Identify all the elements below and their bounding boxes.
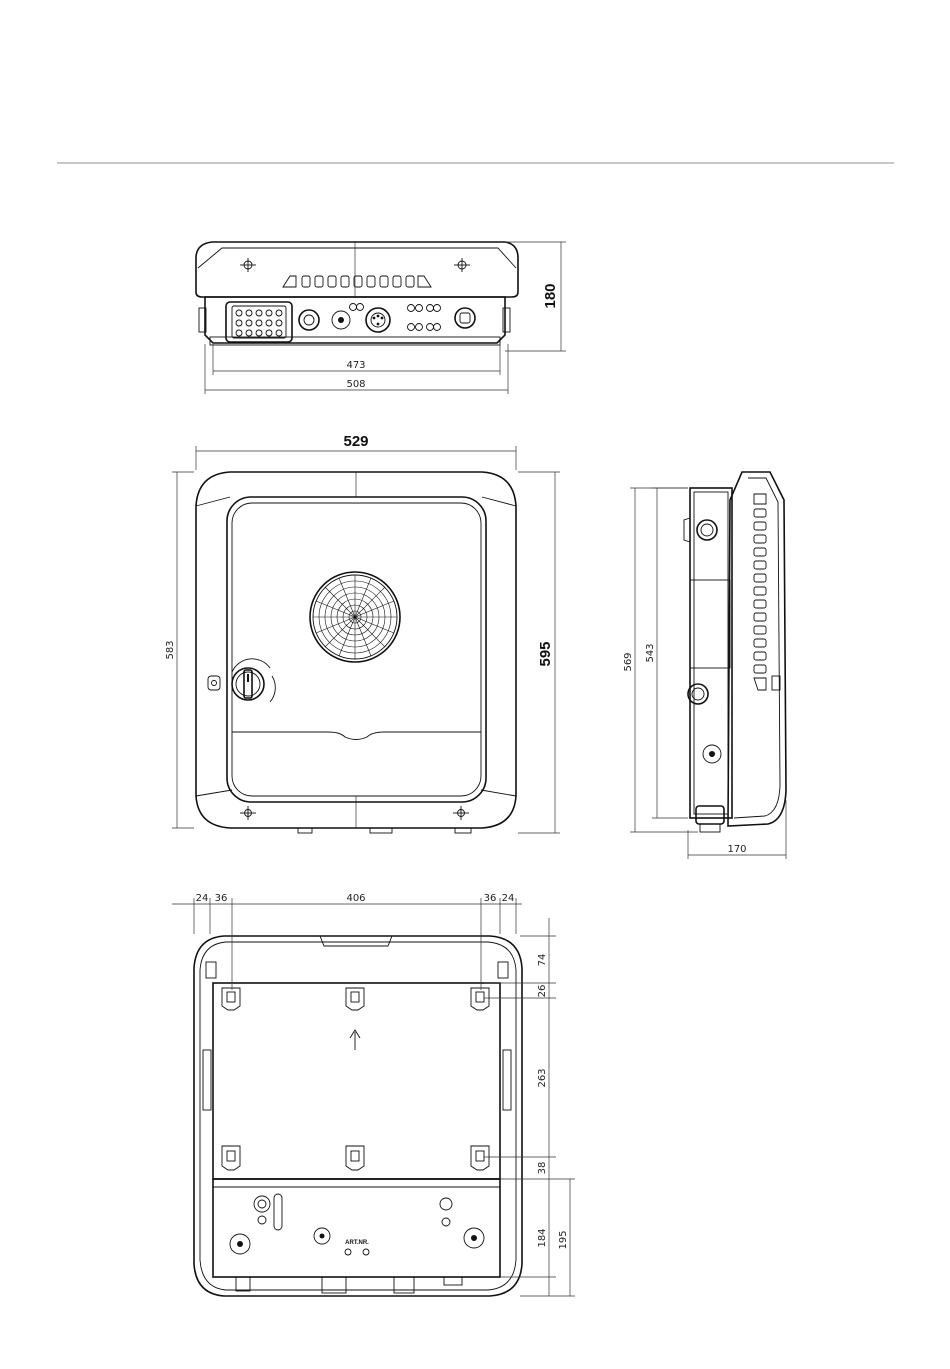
top-view-mount-icon-left bbox=[240, 258, 256, 272]
dim-front-width: 529 bbox=[343, 433, 368, 450]
dim-front-height-outer: 595 bbox=[537, 641, 554, 666]
mount-slot-bm bbox=[346, 1146, 364, 1170]
top-view-vent-slots bbox=[283, 276, 431, 287]
dim-back-lower-gap: 38 bbox=[537, 1162, 548, 1175]
mount-slot-bl bbox=[222, 1146, 240, 1170]
dim-back-left-edge: 24 bbox=[196, 893, 209, 904]
front-mount-icon-right bbox=[453, 806, 469, 820]
dim-side-depth: 170 bbox=[727, 844, 746, 855]
dim-front-height-inner: 583 bbox=[165, 640, 176, 659]
front-view: 529 583 595 bbox=[165, 433, 560, 833]
dim-back-bracket-height: 26 bbox=[537, 985, 548, 998]
dim-back-left-offset: 36 bbox=[215, 893, 228, 904]
fan-grille bbox=[310, 572, 400, 662]
art-nr-label: ART.NR. bbox=[345, 1240, 369, 1246]
dim-top-outer-width: 508 bbox=[346, 379, 365, 390]
up-arrow-icon bbox=[350, 1030, 360, 1050]
main-switch-knob bbox=[208, 659, 275, 702]
dim-back-right-edge: 24 bbox=[502, 893, 515, 904]
mount-slot-br bbox=[471, 1146, 489, 1170]
dim-back-bottom-inner: 184 bbox=[537, 1228, 548, 1247]
top-view-mount-icon-right bbox=[454, 258, 470, 272]
front-mount-icon-left bbox=[240, 806, 256, 820]
side-view-vent-slots bbox=[754, 494, 766, 690]
mount-slot-tl bbox=[222, 988, 240, 1010]
top-view-connector-block bbox=[226, 302, 292, 342]
dim-back-bottom-outer: 195 bbox=[558, 1230, 569, 1249]
side-view: 569 543 170 bbox=[623, 472, 786, 859]
dim-back-hole-spacing: 406 bbox=[346, 893, 365, 904]
dim-back-right-offset: 36 bbox=[484, 893, 497, 904]
mount-slot-tr bbox=[471, 988, 489, 1010]
mount-slot-tm bbox=[346, 988, 364, 1010]
dim-top-inner-width: 473 bbox=[346, 360, 365, 371]
dim-top-depth: 180 bbox=[542, 283, 559, 308]
dim-back-top-margin: 74 bbox=[537, 954, 548, 967]
back-view: ART.NR. 24 36 406 36 24 74 26 263 38 184… bbox=[172, 893, 575, 1296]
dim-back-vertical-spacing: 263 bbox=[537, 1068, 548, 1087]
dim-side-height-outer: 569 bbox=[623, 652, 634, 671]
dim-side-height-inner: 543 bbox=[645, 643, 656, 662]
top-view: 473 508 180 bbox=[196, 242, 566, 394]
